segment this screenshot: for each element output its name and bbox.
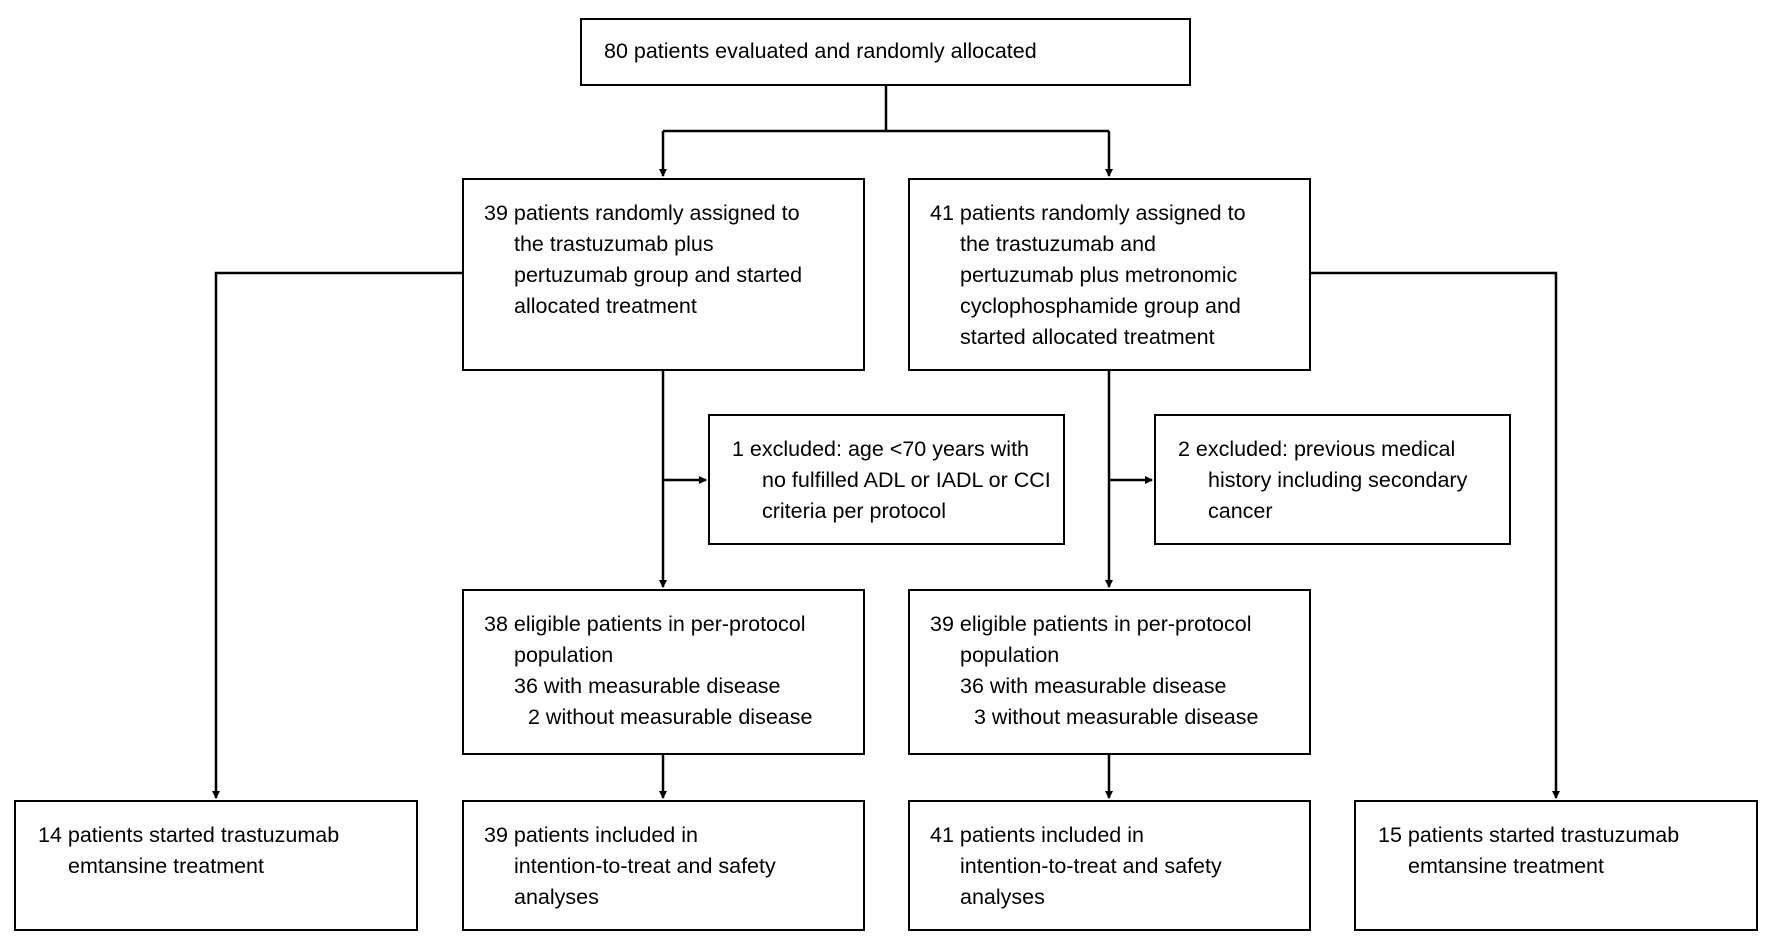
right-tdm1-line: 15 patients started trastuzumab <box>1378 823 1680 847</box>
root-text: 80 patients evaluated and randomly alloc… <box>604 39 1037 63</box>
right-per-protocol-line: population <box>960 643 1060 667</box>
left-itt-line: intention-to-treat and safety <box>514 854 776 878</box>
left-itt-box: 39 patients included in intention-to-tre… <box>462 800 865 931</box>
left-tdm1-line: 14 patients started trastuzumab <box>38 823 340 847</box>
left-excluded-line: 1 excluded: age <70 years with <box>732 437 1030 461</box>
right-arm-line: pertuzumab plus metronomic <box>960 263 1238 287</box>
left-excluded-line: criteria per protocol <box>762 499 947 523</box>
right-itt-line: intention-to-treat and safety <box>960 854 1222 878</box>
left-arm-line: 39 patients randomly assigned to <box>484 201 800 225</box>
right-arm-line: cyclophosphamide group and <box>960 294 1241 318</box>
right-excluded-line: history including secondary <box>1208 468 1468 492</box>
right-per-protocol-line: 36 with measurable disease <box>960 674 1227 698</box>
randomisation-box: 80 patients evaluated and randomly alloc… <box>580 18 1191 86</box>
left-excluded-box: 1 excluded: age <70 years with no fulfil… <box>708 414 1065 545</box>
right-arm-line: started allocated treatment <box>960 325 1215 349</box>
left-tdm1-box: 14 patients started trastuzumab emtansin… <box>14 800 418 931</box>
right-per-protocol-line: 39 eligible patients in per-protocol <box>930 612 1252 636</box>
left-arm-line: allocated treatment <box>514 294 697 318</box>
left-arm-line: pertuzumab group and started <box>514 263 803 287</box>
right-tdm1-box: 15 patients started trastuzumab emtansin… <box>1354 800 1758 931</box>
arrow-to-right-tdm1 <box>1311 271 1560 799</box>
right-arm-line: 41 patients randomly assigned to <box>930 201 1246 225</box>
right-itt-box: 41 patients included in intention-to-tre… <box>908 800 1311 931</box>
left-per-protocol-box: 38 eligible patients in per-protocol pop… <box>462 589 865 755</box>
right-per-protocol-box: 39 eligible patients in per-protocol pop… <box>908 589 1311 755</box>
right-excluded-box: 2 excluded: previous medical history inc… <box>1154 414 1511 545</box>
left-per-protocol-line: population <box>514 643 614 667</box>
left-itt-line: 39 patients included in <box>484 823 698 847</box>
right-arm-box: 41 patients randomly assigned to the tra… <box>908 178 1311 371</box>
left-arm-box: 39 patients randomly assigned to the tra… <box>462 178 865 371</box>
right-per-protocol-line: 3 without measurable disease <box>974 705 1259 729</box>
right-itt-line: analyses <box>960 885 1045 909</box>
arrow-to-left-tdm1 <box>212 271 462 799</box>
right-tdm1-line: emtansine treatment <box>1408 854 1604 878</box>
left-per-protocol-line: 36 with measurable disease <box>514 674 781 698</box>
right-excluded-line: cancer <box>1208 499 1273 523</box>
right-itt-line: 41 patients included in <box>930 823 1144 847</box>
left-itt-line: analyses <box>514 885 599 909</box>
right-excluded-line: 2 excluded: previous medical <box>1178 437 1456 461</box>
left-tdm1-line: emtansine treatment <box>68 854 264 878</box>
left-excluded-line: no fulfilled ADL or IADL or CCI <box>762 468 1051 492</box>
left-per-protocol-line: 2 without measurable disease <box>528 705 813 729</box>
right-arm-line: the trastuzumab and <box>960 232 1157 256</box>
left-per-protocol-line: 38 eligible patients in per-protocol <box>484 612 806 636</box>
left-arm-line: the trastuzumab plus <box>514 232 714 256</box>
